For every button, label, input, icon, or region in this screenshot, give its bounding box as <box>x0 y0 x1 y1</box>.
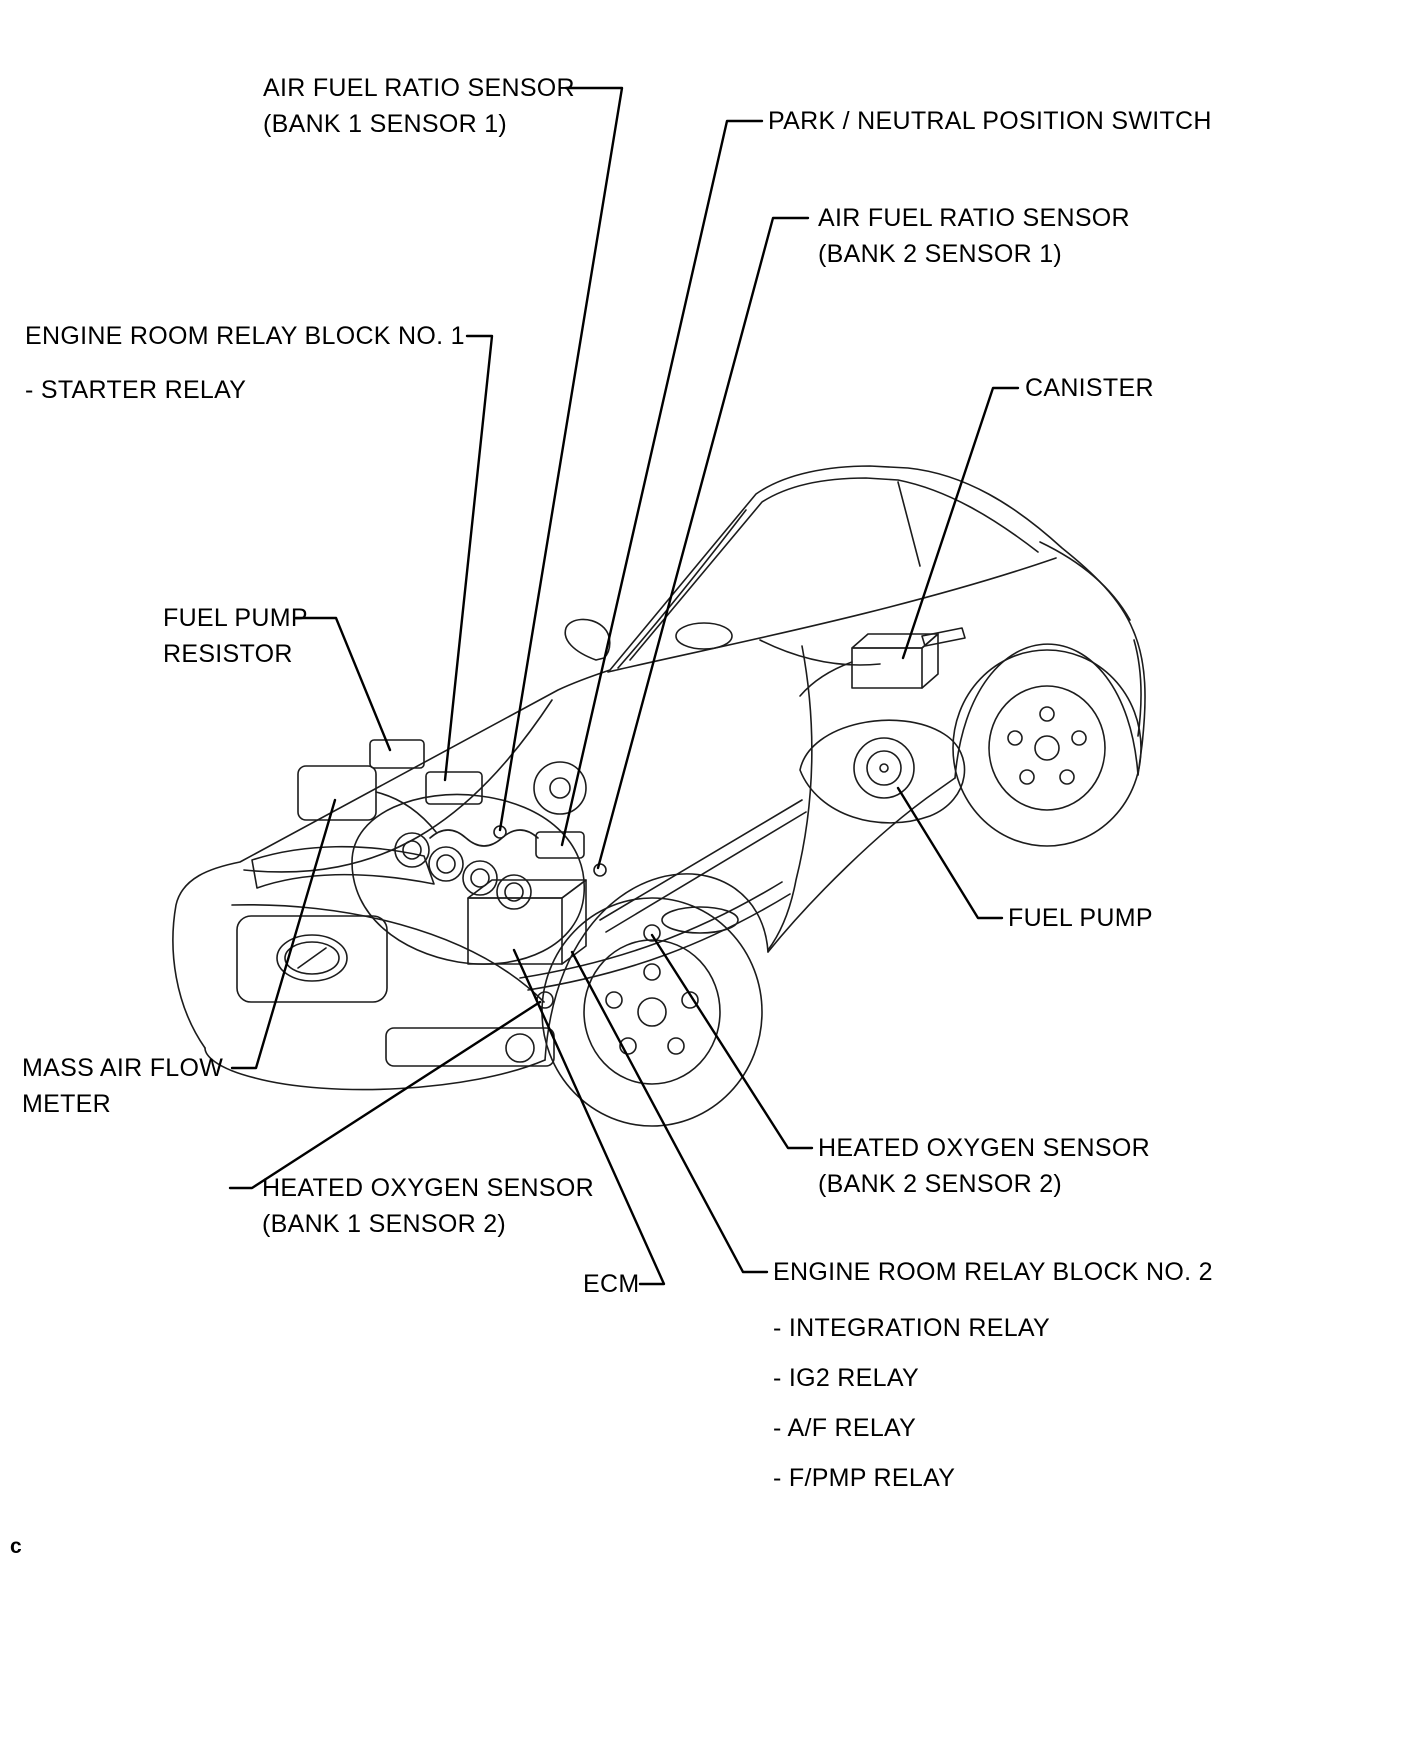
leader-ecm <box>512 948 666 1286</box>
leader-ho2s-b2s2 <box>650 933 814 1150</box>
label-park-neutral-position-switch: PARK / NEUTRAL POSITION SWITCH <box>768 103 1212 139</box>
label-canister: CANISTER <box>1025 370 1154 406</box>
door-handle <box>921 627 966 647</box>
label-line: ECM <box>583 1270 640 1298</box>
fuel-pump-part <box>853 737 915 799</box>
label-line: CANISTER <box>1025 374 1154 402</box>
label-line: ENGINE ROOM RELAY BLOCK NO. 2 <box>773 1258 1213 1286</box>
label-ecm: ECM <box>583 1266 639 1302</box>
label-line: FUEL PUMP <box>163 604 308 632</box>
ho2s-b2s2-part <box>643 924 661 942</box>
leader-fuel-pump-resistor <box>294 616 392 752</box>
label-line: PARK / NEUTRAL POSITION SWITCH <box>768 107 1212 135</box>
car-silhouette <box>172 465 1146 1049</box>
label-line: RESISTOR <box>163 640 293 668</box>
front-wheel <box>541 897 763 1127</box>
label-line: (BANK 1 SENSOR 1) <box>263 110 508 138</box>
label-line: MASS AIR FLOW <box>22 1054 224 1082</box>
label-line: ENGINE ROOM RELAY BLOCK NO. 1 <box>25 322 465 350</box>
fuel-pump-resistor-part <box>369 739 425 769</box>
label-heated-oxygen-sensor-bank1-sensor2: HEATED OXYGEN SENSOR (BANK 1 SENSOR 2) <box>262 1170 594 1242</box>
label-line: (BANK 2 SENSOR 2) <box>818 1170 1063 1198</box>
leader-afr-b2s1 <box>596 216 810 870</box>
leader-relay-block-2 <box>570 950 769 1274</box>
leader-relay-block-1 <box>443 334 494 782</box>
label-fuel-pump-resistor: FUEL PUMP RESISTOR <box>163 600 308 672</box>
label-line-integration-relay: - INTEGRATION RELAY <box>773 1314 1051 1342</box>
leader-mass-air-flow-meter <box>230 798 337 1070</box>
label-line-fpmp-relay: - F/PMP RELAY <box>773 1464 956 1492</box>
ecm-relay-block-2-part <box>467 879 587 965</box>
brand-emblem <box>276 934 348 982</box>
rear-wheel <box>952 649 1142 847</box>
fuel-tank-part <box>799 719 966 824</box>
label-line: (BANK 1 SENSOR 2) <box>262 1210 507 1238</box>
label-line: AIR FUEL RATIO SENSOR <box>263 74 575 102</box>
car-body-art <box>172 465 1146 1127</box>
label-fuel-pump: FUEL PUMP <box>1008 900 1153 936</box>
leader-fuel-pump <box>896 786 1004 920</box>
afr-sensor-b2s1-part <box>593 863 607 877</box>
leader-ho2s-b1s2 <box>228 1000 542 1190</box>
label-line-ig2-relay: - IG2 RELAY <box>773 1364 919 1392</box>
mass-air-flow-meter-part <box>297 765 377 821</box>
label-line: AIR FUEL RATIO SENSOR <box>818 204 1130 232</box>
leader-canister <box>901 386 1020 660</box>
label-line-af-relay: - A/F RELAY <box>773 1414 917 1442</box>
pnp-switch-part <box>535 831 585 859</box>
front-grille <box>236 915 388 1003</box>
label-line: (BANK 2 SENSOR 1) <box>818 240 1063 268</box>
label-heated-oxygen-sensor-bank2-sensor2: HEATED OXYGEN SENSOR (BANK 2 SENSOR 2) <box>818 1130 1150 1202</box>
headlight <box>251 845 435 889</box>
page-caption: c <box>10 1535 22 1558</box>
side-mirror <box>564 618 611 661</box>
leader-pnp-switch <box>560 119 764 847</box>
label-line: HEATED OXYGEN SENSOR <box>262 1174 594 1202</box>
engine-block <box>351 793 585 965</box>
label-engine-room-relay-block-1: ENGINE ROOM RELAY BLOCK NO. 1 - STARTER … <box>25 318 465 408</box>
leader-afr-b1s1 <box>498 86 624 832</box>
label-mass-air-flow-meter: MASS AIR FLOW METER <box>22 1050 223 1122</box>
label-air-fuel-ratio-sensor-bank1-sensor1: AIR FUEL RATIO SENSOR (BANK 1 SENSOR 1) <box>263 70 575 142</box>
label-line: - STARTER RELAY <box>25 376 247 404</box>
label-engine-room-relay-block-2: ENGINE ROOM RELAY BLOCK NO. 2 - INTEGRAT… <box>773 1254 1213 1496</box>
label-line: FUEL PUMP <box>1008 904 1153 932</box>
leader-lines <box>228 86 1020 1286</box>
label-air-fuel-ratio-sensor-bank2-sensor1: AIR FUEL RATIO SENSOR (BANK 2 SENSOR 1) <box>818 200 1130 272</box>
label-line: HEATED OXYGEN SENSOR <box>818 1134 1150 1162</box>
relay-block-1-part <box>425 771 483 805</box>
label-line: METER <box>22 1090 111 1118</box>
